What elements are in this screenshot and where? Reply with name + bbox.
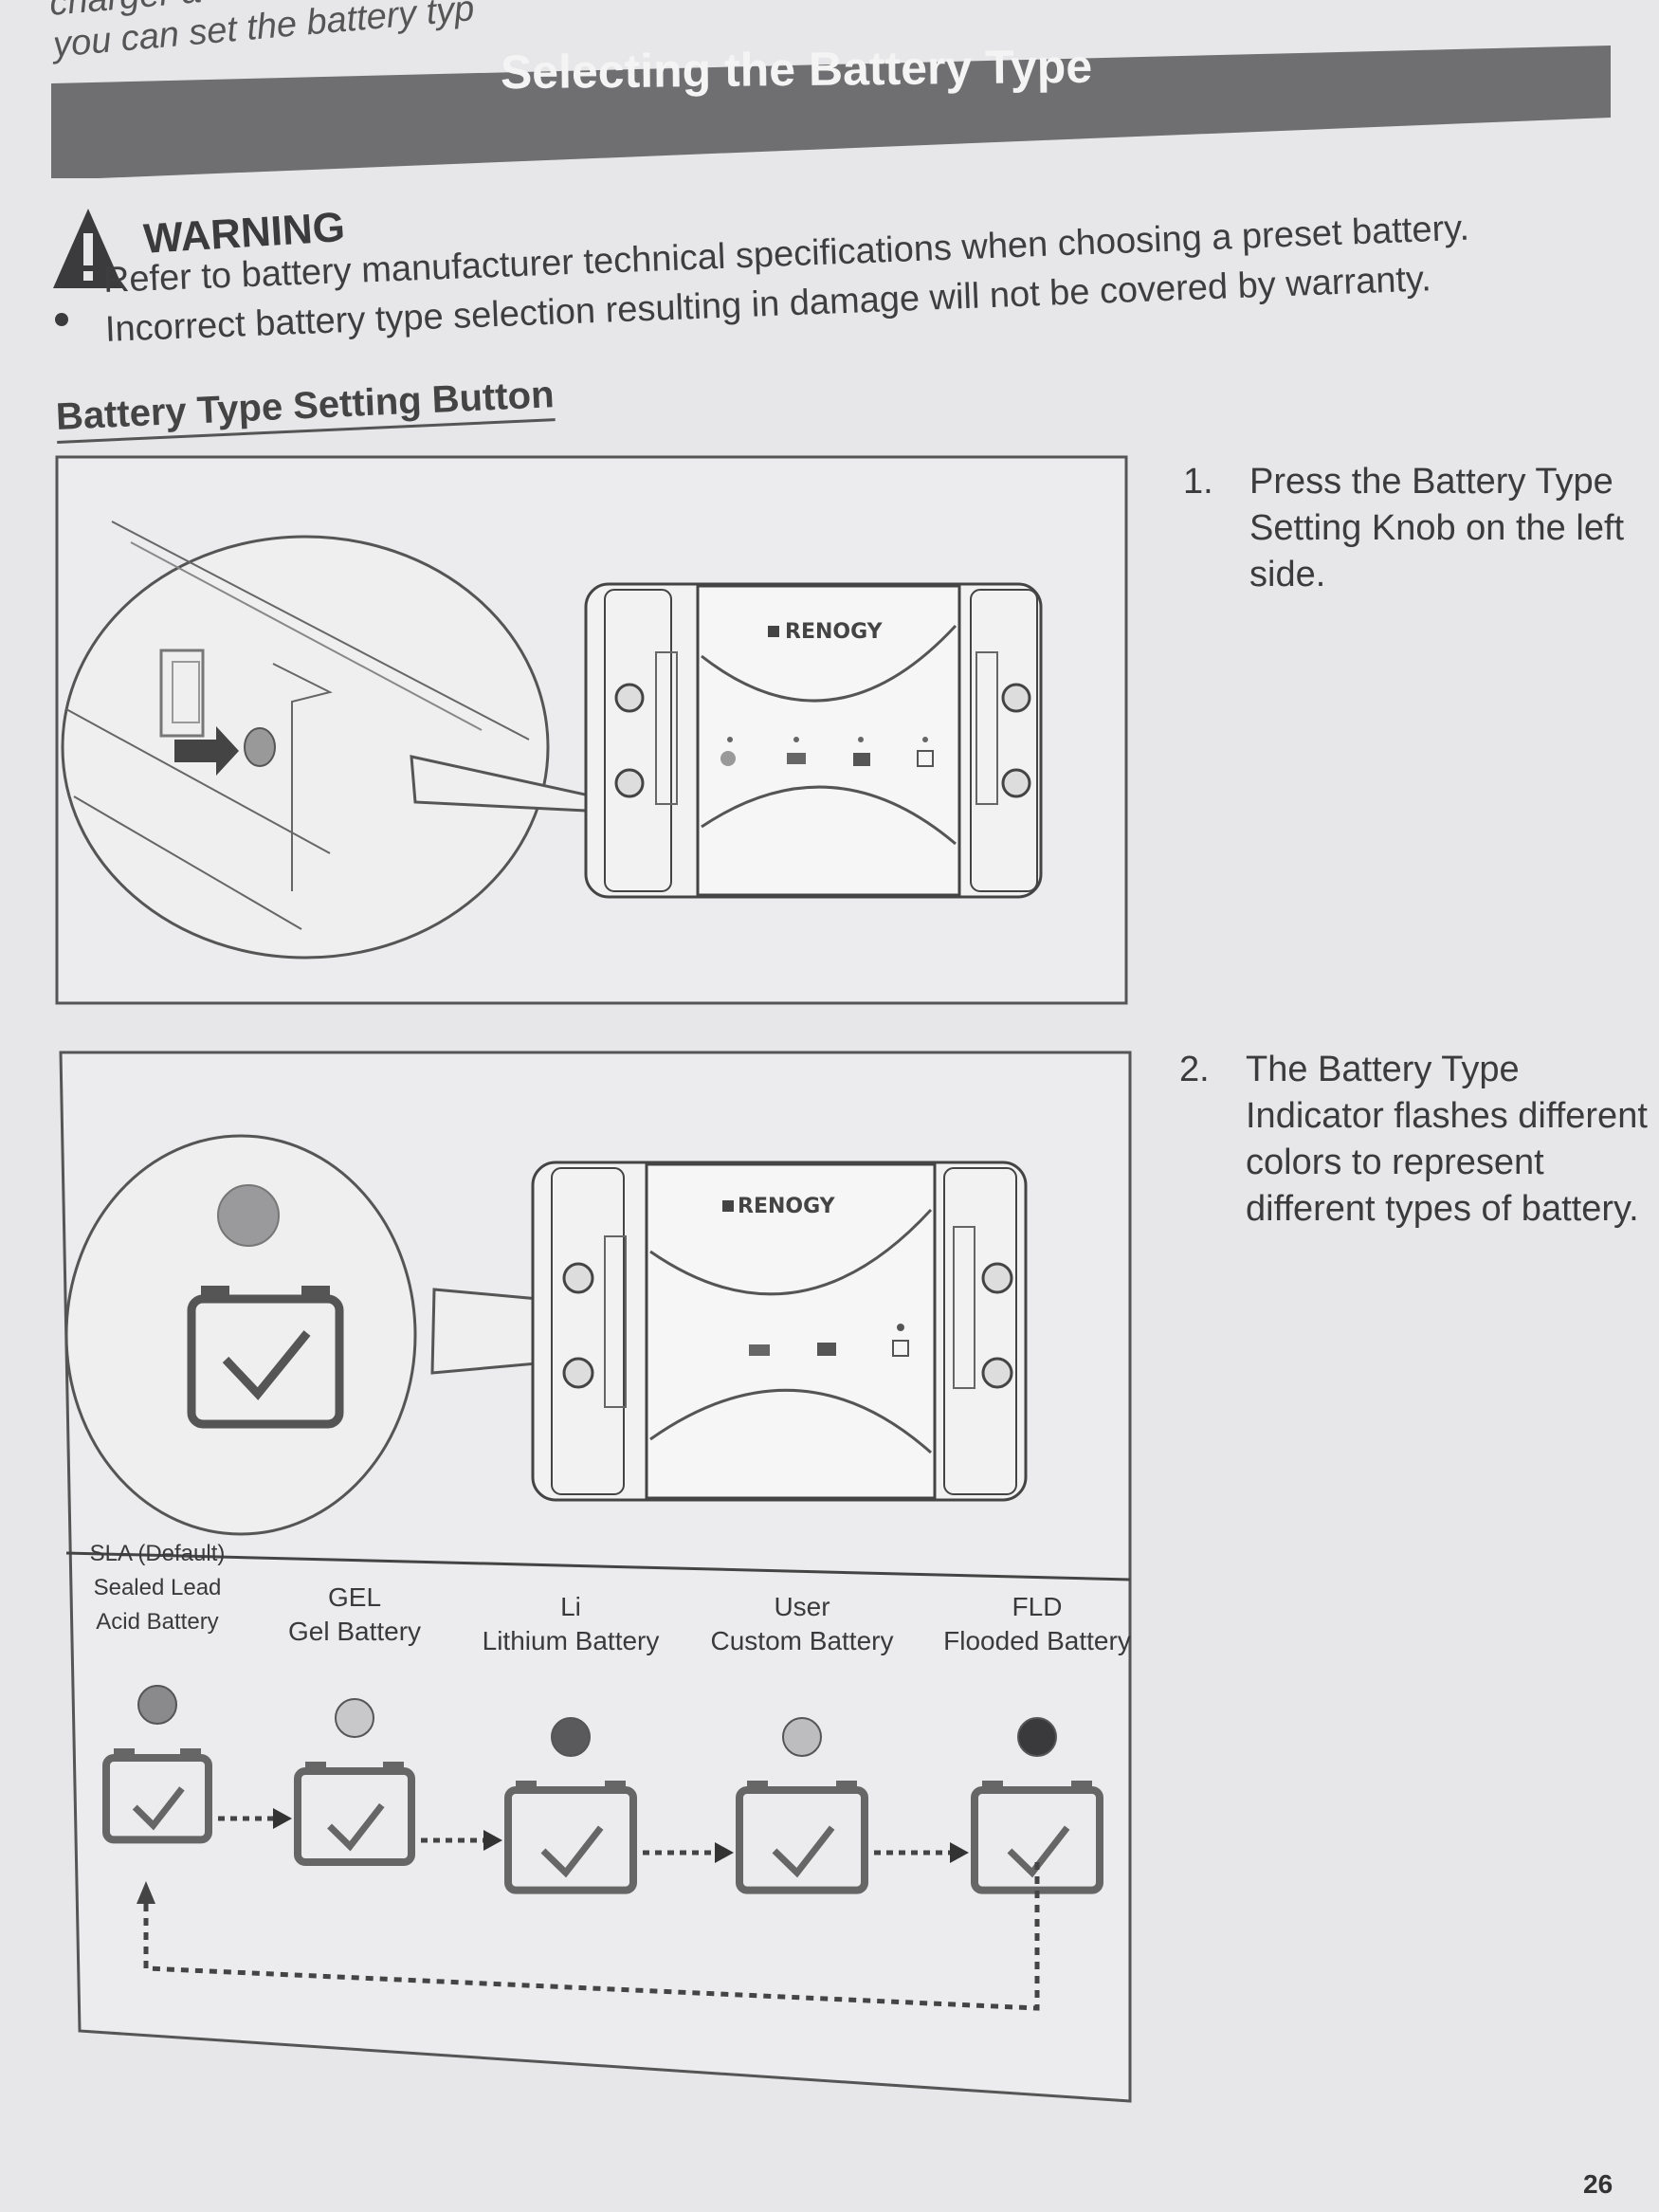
check-mark-icon [1007,1825,1070,1878]
brand-logo: RENOGY [785,620,884,644]
section-heading: Battery Type Setting Button [55,374,556,444]
battery-terminal [383,1762,404,1773]
battery-check-icon [294,1767,415,1866]
indicator-led [335,1698,374,1738]
terminal-screw-icon [1001,768,1031,798]
battery-terminal [982,1781,1003,1792]
step-1-number: 1. [1183,462,1213,502]
battery-terminal [305,1762,326,1773]
indicator-led [551,1717,591,1757]
setting-knob [244,727,276,767]
check-mark-icon [132,1786,185,1831]
indicator-led [782,1717,822,1757]
check-mark-icon [772,1825,835,1878]
loop-arrowhead-icon [137,1881,155,1904]
section-banner [51,46,1611,178]
battery-type-label: Custom Battery [711,1626,894,1655]
terminal-screw-icon [614,683,645,713]
terminal-screw-icon [981,1357,1013,1389]
step-1-text: Press the Battery Type Setting Knob on t… [1249,462,1625,594]
indicator-led [217,1184,280,1247]
battery-type-label: Li [560,1592,581,1621]
battery-type-label: GEL [328,1582,381,1612]
brand-logo-mark [768,626,779,637]
battery-terminal [516,1781,537,1792]
figure-setting-button: RENOGY [55,455,1128,1005]
battery-terminal [747,1781,768,1792]
battery-type-label: Flooded Battery [943,1626,1131,1655]
step-2-number: 2. [1179,1050,1210,1089]
battery-type-icon [892,1340,909,1357]
battery-terminal [114,1748,135,1760]
banner-title: Selecting the Battery Type [500,39,1093,100]
step-2-text: The Battery Type Indicator flashes diffe… [1246,1050,1648,1229]
solar-panel-icon [787,753,806,764]
warning-triangle-icon [53,209,123,288]
indicator-led [1017,1717,1057,1757]
indicator-led [137,1685,177,1725]
battery-type-label: Gel Battery [288,1617,421,1646]
arrow-right-icon [715,1842,734,1863]
battery-icon [817,1343,836,1356]
check-mark-icon [327,1802,385,1852]
terminal-screw-icon [562,1357,594,1389]
loop-arrow-line [143,1862,1040,2011]
brand-logo: RENOGY [738,1195,836,1218]
gear-icon [720,751,736,766]
battery-terminal [1071,1781,1092,1792]
battery-terminal [836,1781,857,1792]
battery-terminal [605,1781,626,1792]
terminal-screw-icon [1001,683,1031,713]
terminal-screw-icon [562,1262,594,1294]
terminal-screw-icon [981,1262,1013,1294]
arrow-right-icon [950,1842,969,1863]
bullet-dot [55,313,68,326]
battery-type-label: Acid Battery [96,1609,218,1635]
check-mark-icon [540,1825,604,1878]
battery-terminal [180,1748,201,1760]
charge-controller-device-2: RENOGY [531,1161,1028,1502]
arrow-right-icon [174,726,239,776]
battery-check-icon [102,1754,212,1844]
terminal-screw-icon [614,768,645,798]
battery-type-label: Lithium Battery [483,1626,660,1655]
battery-type-label: SLA (Default) [90,1541,226,1566]
brand-logo-mark [722,1200,734,1212]
arrow-right-icon [273,1808,292,1829]
battery-type-label: Sealed Lead [94,1575,222,1600]
battery-check-icon [187,1294,344,1429]
battery-check-icon [504,1786,637,1894]
battery-check-icon [971,1786,1103,1894]
arrow-right-icon [483,1830,502,1851]
battery-type-icon [917,750,934,767]
charge-controller-device: RENOGY [584,582,1043,899]
page-number: 26 [1583,2169,1613,2199]
battery-type-label: FLD [1012,1592,1063,1621]
solar-panel-icon [749,1344,770,1356]
battery-check-icon [736,1786,868,1894]
battery-icon [853,753,870,766]
battery-type-label: User [774,1592,830,1621]
